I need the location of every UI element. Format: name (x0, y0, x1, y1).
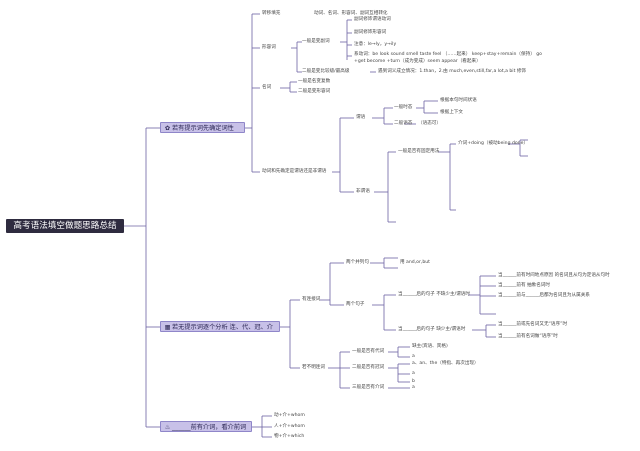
node-two-sentences: 两个句子 (346, 302, 365, 307)
node-pronoun: 一般是否有代词 (352, 349, 385, 354)
node-s2: 当______后的句子 缺少主/谓语时 (398, 327, 466, 332)
node-adv-5: +get become +turn（成为变成）seem appear（看起来） (354, 59, 481, 64)
node-article: 二般是否有冠词 (352, 365, 385, 370)
node-voice: 二般语态 (394, 121, 413, 126)
node-s1: 当______后的句子 不缺少主/谓语时 (398, 292, 470, 297)
node-s2b: 当______前有名词做“语序”时 (498, 334, 558, 339)
node-adverb: 一般是变副词 (302, 39, 330, 44)
branch-label: 若有提示词先确定词性 (172, 125, 234, 132)
grid-icon: ▦ (164, 324, 171, 331)
branch-part-of-speech: ✿若有提示词先确定词性 (160, 122, 245, 133)
node-has-conjunction: 有连接词 (302, 297, 321, 302)
node-conversion: 动词、名词、形容词、副词互相转化 (314, 11, 388, 16)
node-comparative: 二般是变比较级/最高级 (302, 69, 350, 74)
node-article-b: a (412, 371, 415, 376)
node-noun: 名词 (262, 85, 272, 90)
node-adv-3: 注意：le→ly，y→ily (354, 42, 397, 47)
node-tense-2: 根据上下文 (440, 110, 463, 115)
node-noun-1: 一般是名变复数 (298, 79, 331, 84)
node-label: 转移填充 (262, 11, 281, 16)
node-verb-prep-whom: 动+介+whom (274, 413, 305, 418)
node-parallel: 两个并列句 (346, 260, 369, 265)
node-person-prep-whom: 人+介+whom (274, 424, 305, 429)
node-predicate: 谓语 (356, 115, 366, 120)
node-fixed-usage: 一般是否有固定用法 (398, 149, 440, 154)
node-article-a: a、an、the（特指、再次出现） (412, 361, 479, 366)
node-noun-2: 二般是变形容词 (298, 89, 331, 94)
node-tense: 一般时态 (394, 105, 413, 110)
branch-preposition: ♨______前有介词，看介前词 (160, 421, 252, 432)
branch-label: 若无提示词逐个分析 连、代、冠、介 (172, 324, 273, 331)
node-and-but: 用 and,or,but (400, 260, 430, 265)
node-s1b: 当______前有 抽象名词时 (498, 283, 550, 288)
flower-icon: ✿ (164, 125, 171, 132)
node-no-conjunction: 若不明连词 (302, 365, 325, 370)
node-s2a: 当______前或先名词又无“语序”时 (498, 322, 568, 327)
node-non-predicate: 非谓语 (356, 189, 370, 194)
node-tense-1: 根据本句时间状语 (440, 98, 477, 103)
node-comparative-note: 遇到词义成立情况：1.than，2.由 much,even,still,far,… (378, 69, 527, 74)
node-preposition: 三般是否有介词 (352, 385, 385, 390)
node-verb: 动词和先确定是谓语还是非谓语 (262, 169, 327, 174)
node-article-c: b (412, 379, 415, 384)
node-prep-doing: 介词+doing（被动being done） (458, 141, 529, 146)
node-thing-prep-which: 物+介+which (274, 434, 305, 439)
node-adv-1: 副词修饰谓语动词 (354, 17, 391, 22)
node-adjective: 形容词 (262, 45, 276, 50)
node-pronoun-b: a (412, 354, 415, 359)
node-s1a: 当______前有时间地点原因 的名词且从句为定语从句时 (498, 273, 610, 278)
node-s1c: 当______前与______后都为名词且为从属关系 (498, 293, 590, 298)
node-voice-1: （语态可） (418, 121, 441, 126)
fire-icon: ♨ (164, 424, 171, 431)
node-pronoun-a: 缺主(宾语、宾格) (412, 344, 448, 349)
branch-label: ______前有介词，看介前词 (172, 424, 247, 431)
node-adv-2: 副词修饰形容词 (354, 30, 387, 35)
root-topic: 高考语法填空做题思路总结 (6, 219, 124, 233)
branch-analysis: ▦若无提示词逐个分析 连、代、冠、介 (160, 321, 280, 332)
node-preposition-a: a (412, 385, 415, 390)
node-adv-4: 系动词：be look sound smell taste feel （……起来… (354, 52, 542, 57)
